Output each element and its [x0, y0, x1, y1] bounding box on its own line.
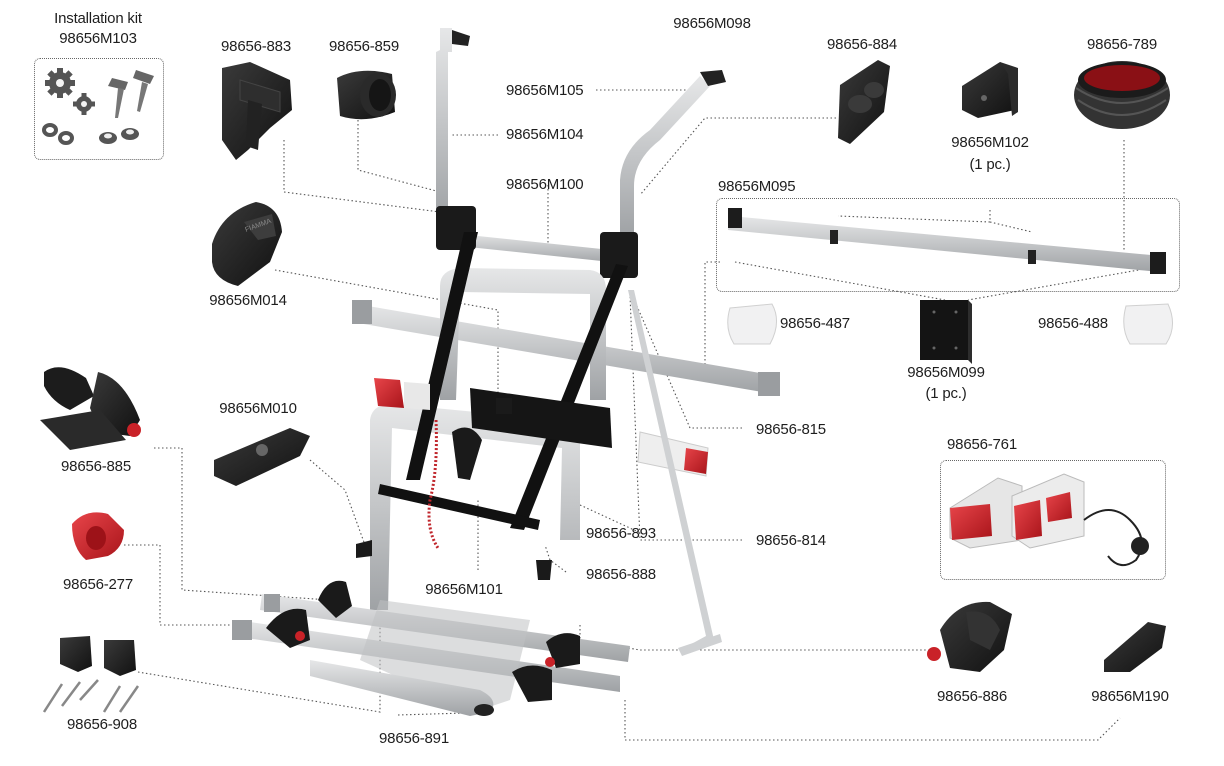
label-98656-487: 98656-487 [780, 315, 850, 332]
part-98656-277-illustration [72, 512, 124, 560]
chain-link-icon [42, 123, 74, 145]
part-98656-488-illustration [1123, 303, 1173, 345]
label-98656M102-qty: (1 pc.) [969, 156, 1011, 173]
part-98656-886-illustration [927, 601, 1012, 672]
label-98656-908: 98656-908 [67, 716, 137, 733]
label-98656M105: 98656M105 [506, 82, 584, 99]
light-set-box [940, 460, 1166, 580]
part-98656-883-illustration [222, 62, 292, 160]
part-98656M099-illustration [920, 300, 972, 364]
label-98656-891: 98656-891 [379, 730, 449, 747]
label-98656-277: 98656-277 [63, 576, 133, 593]
label-98656M190: 98656M190 [1091, 688, 1169, 705]
label-98656M103: 98656M103 [59, 30, 137, 47]
label-98656M102: 98656M102 [951, 134, 1029, 151]
label-98656-883: 98656-883 [221, 38, 291, 55]
label-98656-884: 98656-884 [827, 36, 897, 53]
part-98656-884-illustration [838, 60, 890, 144]
label-98656M100: 98656M100 [506, 176, 584, 193]
part-98656M014-illustration: FIAMMA [212, 202, 282, 286]
label-98656M095: 98656M095 [718, 178, 796, 195]
label-98656M104: 98656M104 [506, 126, 584, 143]
label-98656-488: 98656-488 [1038, 315, 1108, 332]
bike-carrier-assembly [232, 28, 780, 716]
screw-icon [108, 70, 154, 118]
installation-kit-title: Installation kit [54, 10, 142, 27]
part-98656M190-illustration [1104, 622, 1166, 672]
part-98656M102-illustration [962, 62, 1018, 118]
label-98656-859: 98656-859 [329, 38, 399, 55]
installation-kit-icons [42, 68, 154, 145]
rail-kit-box [716, 198, 1180, 292]
part-98656-908-illustration [42, 636, 140, 713]
label-98656-761: 98656-761 [947, 436, 1017, 453]
label-98656-814: 98656-814 [756, 532, 826, 549]
label-98656M099: 98656M099 [907, 364, 985, 381]
label-98656-886: 98656-886 [937, 688, 1007, 705]
label-98656-815: 98656-815 [756, 421, 826, 438]
part-98656M095-rail [728, 208, 1166, 274]
label-98656M098: 98656M098 [673, 15, 751, 32]
nut-icon [99, 128, 139, 144]
part-98656-885-illustration [40, 367, 141, 450]
part-98656-761-light-set [949, 473, 1149, 567]
part-98656M010-illustration [214, 428, 310, 486]
label-98656-888: 98656-888 [586, 566, 656, 583]
label-98656M010: 98656M010 [219, 400, 297, 417]
part-98656-789-illustration [1074, 61, 1170, 129]
installation-kit-box [34, 58, 164, 160]
label-98656M014: 98656M014 [209, 292, 287, 309]
label-98656-885: 98656-885 [61, 458, 131, 475]
label-98656M101: 98656M101 [425, 581, 503, 598]
part-98656-487-illustration [727, 303, 777, 345]
label-98656M099-qty: (1 pc.) [925, 385, 967, 402]
gear-icon [73, 93, 95, 115]
label-98656-789: 98656-789 [1087, 36, 1157, 53]
label-98656-893: 98656-893 [586, 525, 656, 542]
part-98656-859-illustration [337, 70, 396, 120]
